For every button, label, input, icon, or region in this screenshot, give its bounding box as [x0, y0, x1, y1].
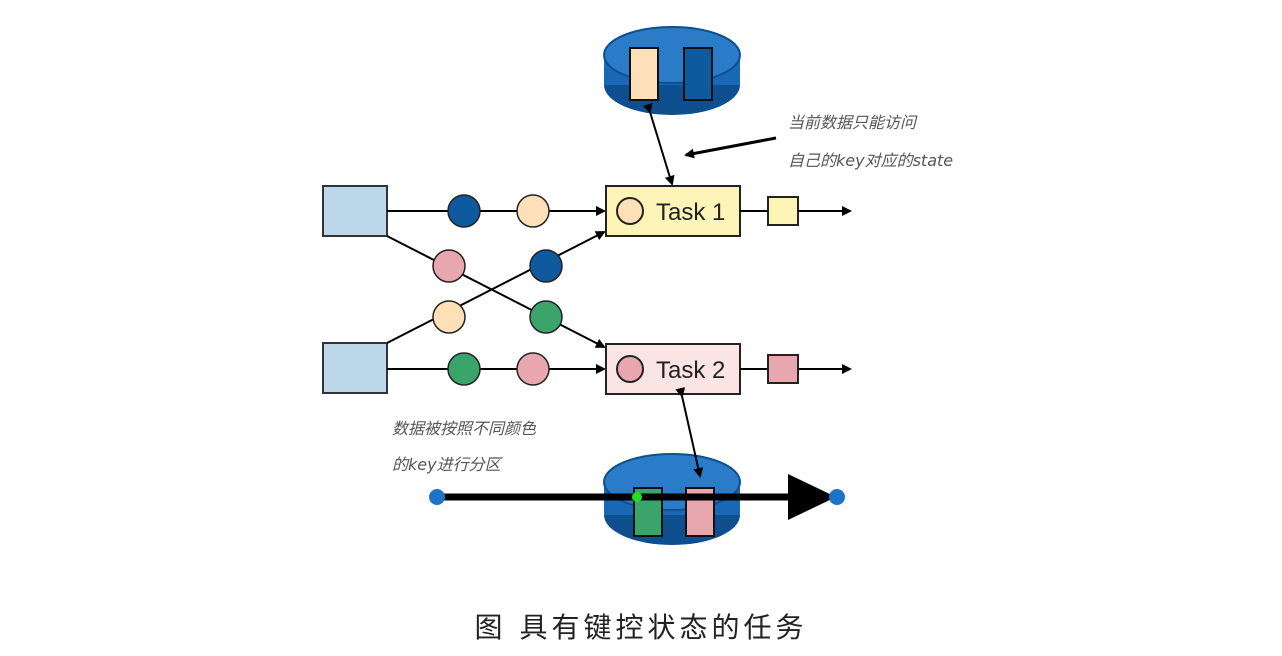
- overlay-arrow-mid-handle[interactable]: [632, 492, 642, 502]
- state-cell-blue: [683, 47, 713, 101]
- event-peach: [516, 194, 550, 228]
- event-green: [529, 300, 563, 334]
- state-note-line-2: 自己的key对应的state: [788, 151, 953, 170]
- partition-note-line-2: 的key进行分区: [392, 455, 503, 474]
- event-dark-blue: [447, 194, 481, 228]
- overlay-arrow-start-handle[interactable]: [429, 489, 445, 505]
- source-box-top: [322, 185, 388, 237]
- overlay-arrow-end-handle[interactable]: [829, 489, 845, 505]
- task-1-event-circle: [616, 197, 644, 225]
- task-2-label: Task 2: [656, 357, 725, 384]
- task-1-label: Task 1: [656, 199, 725, 226]
- task-1-state-link: [642, 102, 675, 186]
- overlay-arrow-head: [788, 474, 836, 520]
- task-2-output-square: [767, 354, 799, 384]
- event-pink: [516, 352, 550, 386]
- task-1-box: Task 1: [605, 185, 741, 237]
- event-pink: [432, 249, 466, 283]
- state-note-pointer: [684, 136, 777, 159]
- task-2-state-link: [675, 387, 704, 478]
- stream-cross-down: [386, 235, 606, 348]
- task-1-output-square: [767, 196, 799, 226]
- event-green: [447, 352, 481, 386]
- overlay-arrow[interactable]: [429, 474, 845, 520]
- stream-cross-up: [386, 231, 606, 344]
- figure-caption: 图 具有键控状态的任务: [475, 611, 808, 644]
- state-cell-peach: [629, 47, 659, 101]
- state-note-line-1: 当前数据只能访问: [788, 113, 918, 132]
- task-2-event-circle: [616, 355, 644, 383]
- event-peach: [432, 300, 466, 334]
- source-box-bottom: [322, 342, 388, 394]
- task-2-box: Task 2: [605, 343, 741, 395]
- state-store-top: [603, 26, 741, 115]
- partition-note-line-1: 数据被按照不同颜色: [392, 419, 537, 438]
- event-dark-blue: [529, 249, 563, 283]
